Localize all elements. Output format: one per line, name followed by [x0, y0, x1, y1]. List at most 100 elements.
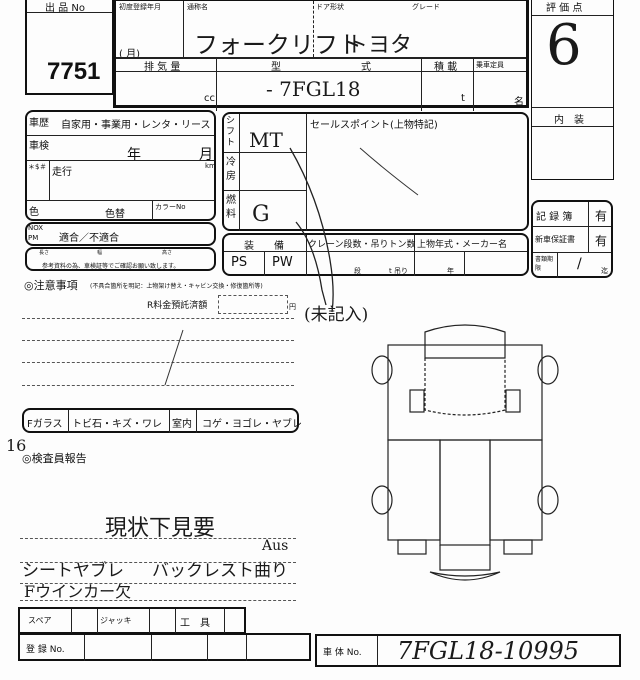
docs-label: 書類期限 — [535, 256, 554, 272]
export-note: 参考資料の為、車検証等でご確認お願い致します。 — [42, 263, 180, 270]
body-outline — [387, 344, 543, 441]
rear-left-wheel — [371, 485, 393, 515]
chassis-value: 7FGL18-10995 — [397, 637, 580, 665]
sales-point-stroke — [359, 147, 419, 196]
model-value: - 7FGL18 — [266, 77, 361, 101]
equipment-label-2: 備 — [274, 241, 284, 252]
glass-chips-options[interactable]: トビ石・キズ・ワレ — [72, 419, 162, 430]
right-panel — [489, 439, 543, 541]
recycle-fee-field[interactable] — [218, 295, 288, 314]
lot-label: 出 品 No — [45, 3, 85, 14]
record-book-label: 記 録 簿 — [536, 212, 573, 223]
equipment-label-1: 装 — [244, 241, 254, 252]
interior-dirt-options[interactable]: コゲ・ヨゴレ・ヤブレ — [202, 419, 302, 430]
displacement-unit: cc — [204, 93, 215, 104]
reg-no-box: 登 録 No. — [18, 633, 311, 661]
crane-label: クレーン段数・吊りトン数 — [308, 240, 416, 250]
chassis-label: 車 体 No. — [323, 648, 362, 658]
shift-value: MT — [249, 128, 283, 152]
front-left-wheel — [371, 355, 393, 385]
inspector-count: 16 — [6, 436, 27, 455]
grade-box: 評 価 点 6 内 装 — [531, 0, 614, 180]
equipment-box: 装 備 クレーン段数・吊りトン数 上物年式・メーカー名 PS PW 段 t 吊り… — [222, 233, 529, 276]
warranty-value[interactable]: 有 — [595, 234, 608, 248]
color-change-label: 色替 — [105, 209, 125, 220]
maker-value: トヨタ — [346, 33, 413, 58]
pw-option[interactable]: PW — [272, 255, 293, 270]
ac-label: 冷房 — [226, 157, 236, 182]
year-label: 年 — [127, 147, 141, 163]
height-label: 高さ — [162, 250, 173, 256]
model-label: 型 — [271, 62, 281, 73]
arrow-stroke-1 — [289, 147, 334, 313]
forklift-diagram — [371, 324, 559, 581]
left-step — [409, 389, 425, 413]
mileage-prefix: ＊$＃ — [28, 163, 47, 171]
arrow-stroke-2 — [295, 221, 327, 306]
left-panel — [387, 439, 441, 541]
door-label: ドア形状 — [316, 3, 344, 11]
seat-area — [439, 439, 491, 546]
cab — [424, 358, 506, 416]
jack-label: ジャッキ — [100, 616, 132, 625]
recycle-fee-label: R料金預託済額 — [147, 301, 208, 311]
nox-value[interactable]: 適合／不適合 — [59, 233, 119, 244]
inspection-label: 車検 — [29, 141, 49, 152]
right-step — [505, 389, 521, 413]
unentered-note: (未記入) — [304, 305, 369, 325]
inspector-aus: Aus — [262, 538, 289, 554]
displacement-label: 排 気 量 — [144, 62, 181, 73]
inspector-line-2b: バックレスト曲り — [152, 561, 288, 581]
notes-stroke — [164, 329, 184, 386]
history-label: 車歴 — [29, 118, 49, 129]
spare-label: スペア — [28, 616, 52, 625]
steps-unit: 段 — [354, 267, 361, 275]
notes-subtitle: (不具合箇所を明記：上物架け替え・キャビン交換・修復箇所等) — [90, 283, 263, 290]
rear-right-wheel — [537, 485, 559, 515]
width-label: 幅 — [97, 250, 103, 256]
history-box: 車歴 自家用・事業用・レンタ・リース 車検 年 月 ＊$＃ 走行 km 色 色替… — [25, 110, 216, 221]
name-value: フォークリフト — [194, 31, 362, 59]
color-no-label: カラーNo — [155, 203, 186, 211]
pm-label: PM — [28, 234, 39, 242]
grade-label: 評 価 点 — [546, 3, 583, 14]
fuel-value: G — [252, 202, 270, 227]
inspector-line-3: Fウインカー欠 — [24, 582, 132, 601]
docs-until: 迄 — [601, 267, 608, 275]
warranty-label: 新車保証書 — [535, 235, 575, 244]
nox-label: NOX — [28, 224, 44, 232]
records-box: 記 録 簿 有 新車保証書 有 書類期限 / 迄 — [531, 200, 613, 278]
counterweight — [439, 545, 491, 571]
name-label: 通称名 — [187, 3, 208, 11]
inspector-title: ◎検査員報告 — [22, 452, 87, 465]
interior-label: 室内 — [172, 419, 192, 430]
load-unit: t — [461, 93, 465, 104]
record-book-value[interactable]: 有 — [595, 209, 608, 223]
lot-box: 出 品 No 7751 — [25, 0, 114, 95]
f-glass-label: Fガラス — [27, 419, 63, 430]
upper-label: 上物年式・メーカー名 — [417, 240, 508, 250]
interior-label: 内 装 — [554, 115, 584, 126]
tools-label: 工 具 — [180, 618, 210, 629]
inspector-line-1: 現状下見要 — [105, 516, 216, 541]
first-reg-label: 初度登録年月 — [119, 3, 161, 11]
sales-point-label: セールスポイント(上物特記) — [310, 120, 438, 131]
glass-box: Fガラス トビ石・キズ・ワレ 室内 コゲ・ヨゴレ・ヤブレ — [22, 408, 302, 433]
nox-box: NOX PM 適合／不適合 — [25, 222, 216, 246]
front-right-wheel — [537, 355, 559, 385]
month-label: 月 — [199, 147, 213, 163]
load-label: 積 載 — [434, 62, 458, 73]
upper-year-unit: 年 — [447, 267, 454, 275]
docs-value: / — [577, 256, 582, 272]
shift-label: シフト — [226, 116, 236, 148]
ps-option[interactable]: PS — [231, 255, 248, 270]
length-label: 長さ — [39, 250, 50, 256]
grade-value: 6 — [546, 13, 582, 78]
first-reg-value: ( 月) — [119, 49, 140, 60]
yen-unit: 円 — [289, 303, 296, 311]
shift-box: シフト MT 冷房 燃料 G セールスポイント(上物特記) — [222, 112, 529, 231]
color-label: 色 — [29, 207, 39, 218]
history-options[interactable]: 自家用・事業用・レンタ・リース — [61, 120, 211, 131]
notes-title: ◎注意事項 — [24, 279, 78, 292]
